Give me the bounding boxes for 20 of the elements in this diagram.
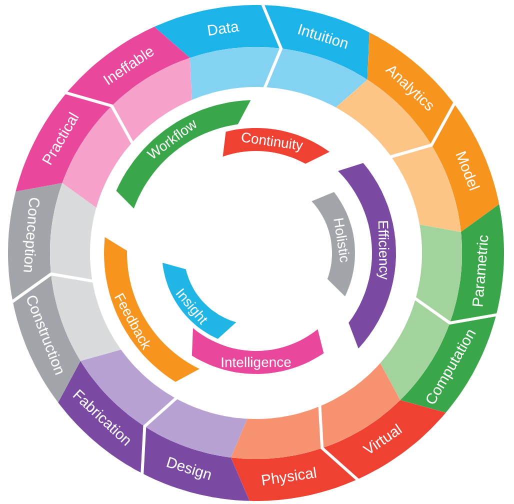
ring-segment — [262, 5, 370, 108]
segment-label: Conception — [20, 196, 42, 274]
arc-label: Intelligence — [221, 355, 292, 370]
arc-label: Continuity — [240, 129, 304, 152]
arc-band — [222, 128, 330, 164]
ring-segment — [154, 5, 282, 100]
ring-segment — [415, 204, 504, 323]
segment-label: Model — [452, 149, 482, 193]
arc-band — [311, 192, 355, 297]
arc-label: Efficiency — [376, 220, 392, 280]
arc-label: Holistic — [332, 216, 353, 264]
arc-band — [191, 328, 324, 374]
ring-segment — [142, 398, 250, 501]
ring-segment — [230, 406, 358, 501]
segment-label: Intuition — [296, 22, 351, 52]
arc-band — [162, 262, 237, 339]
segment-label: Design — [164, 454, 214, 483]
segment-label: Physical — [260, 465, 318, 488]
segment-label: Parametric — [470, 234, 492, 308]
segment-label: Data — [206, 20, 240, 40]
